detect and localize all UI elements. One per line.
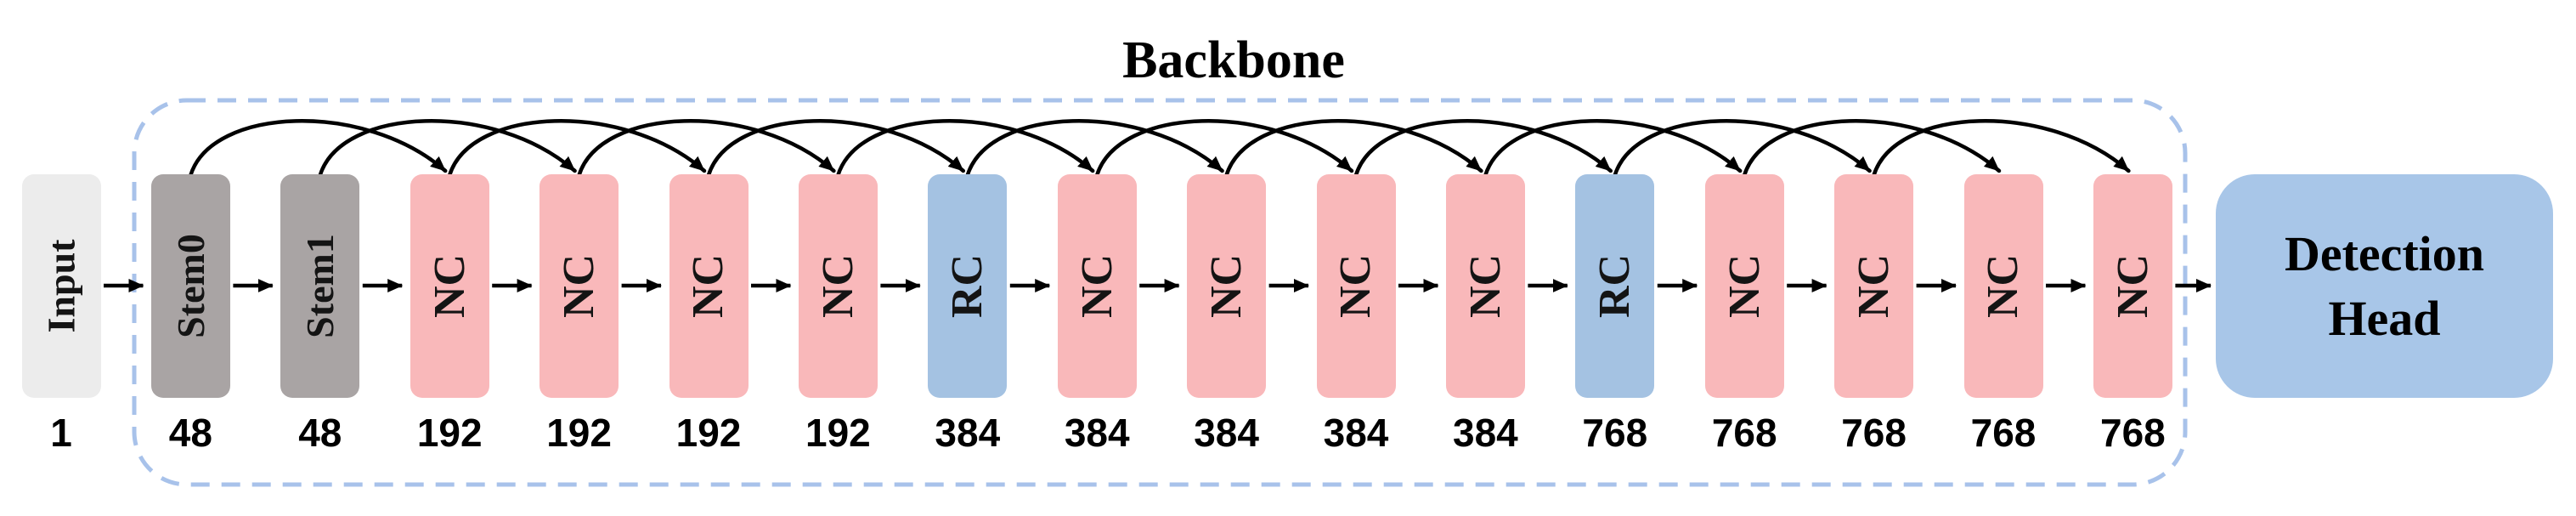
channel-count: 384	[1194, 411, 1259, 455]
channel-count: 768	[1970, 411, 2037, 455]
block-label: RC	[943, 253, 992, 319]
block-label: NC	[684, 253, 733, 319]
block-label: NC	[1979, 253, 2028, 319]
backbone-block: Input	[21, 174, 101, 398]
channel-count: 1	[50, 411, 72, 455]
channel-count: 48	[168, 411, 212, 455]
backbone-block: Stem1	[280, 174, 360, 398]
channel-count: 768	[1841, 411, 1907, 455]
backbone-block: NC	[798, 174, 878, 398]
detection-head-label-line2: Head	[2328, 290, 2441, 346]
block-label: NC	[555, 253, 604, 319]
backbone-block: NC	[1316, 174, 1396, 398]
block-label: NC	[425, 253, 474, 319]
channel-count: 384	[1323, 411, 1389, 455]
backbone-block: NC	[1704, 174, 1784, 398]
channel-count: 768	[1582, 411, 1648, 455]
block-label: Stem1	[298, 234, 342, 338]
channel-count: 192	[805, 411, 871, 455]
backbone-title: Backbone	[1122, 31, 1345, 89]
block-label: NC	[1202, 253, 1251, 319]
block-label: Stem0	[168, 234, 212, 338]
block-label: NC	[1460, 253, 1510, 319]
channel-count: 192	[675, 411, 742, 455]
backbone-block: NC	[1057, 174, 1137, 398]
block-label: NC	[1331, 253, 1381, 319]
block-label: NC	[1850, 253, 1899, 319]
backbone-block: NC	[539, 174, 619, 398]
channel-count: 192	[546, 411, 612, 455]
backbone-block: RC	[928, 174, 1008, 398]
backbone-block: NC	[669, 174, 749, 398]
channel-count: 48	[298, 411, 342, 455]
backbone-block: NC	[1187, 174, 1267, 398]
backbone-block: NC	[1963, 174, 2043, 398]
channel-count: 384	[935, 411, 1001, 455]
backbone-block: NC	[1834, 174, 1914, 398]
backbone-block: NC	[1445, 174, 1525, 398]
detection-head-block: Detection Head	[2216, 174, 2553, 398]
backbone-block: RC	[1575, 174, 1655, 398]
channel-count: 768	[2100, 411, 2166, 455]
channel-count: 768	[1711, 411, 1777, 455]
block-label: RC	[1590, 253, 1640, 319]
channel-count: 384	[1453, 411, 1518, 455]
backbone-block: NC	[410, 174, 489, 398]
backbone-block: Stem0	[150, 174, 230, 398]
block-label: NC	[1072, 253, 1121, 319]
block-label: Input	[39, 239, 83, 333]
backbone-block: NC	[2093, 174, 2172, 398]
block-label: NC	[1720, 253, 1769, 319]
block-label: NC	[813, 253, 862, 319]
channel-count: 384	[1064, 411, 1130, 455]
detection-head-label-line1: Detection	[2284, 225, 2485, 281]
block-label: NC	[2108, 253, 2157, 319]
channel-count: 192	[416, 411, 483, 455]
